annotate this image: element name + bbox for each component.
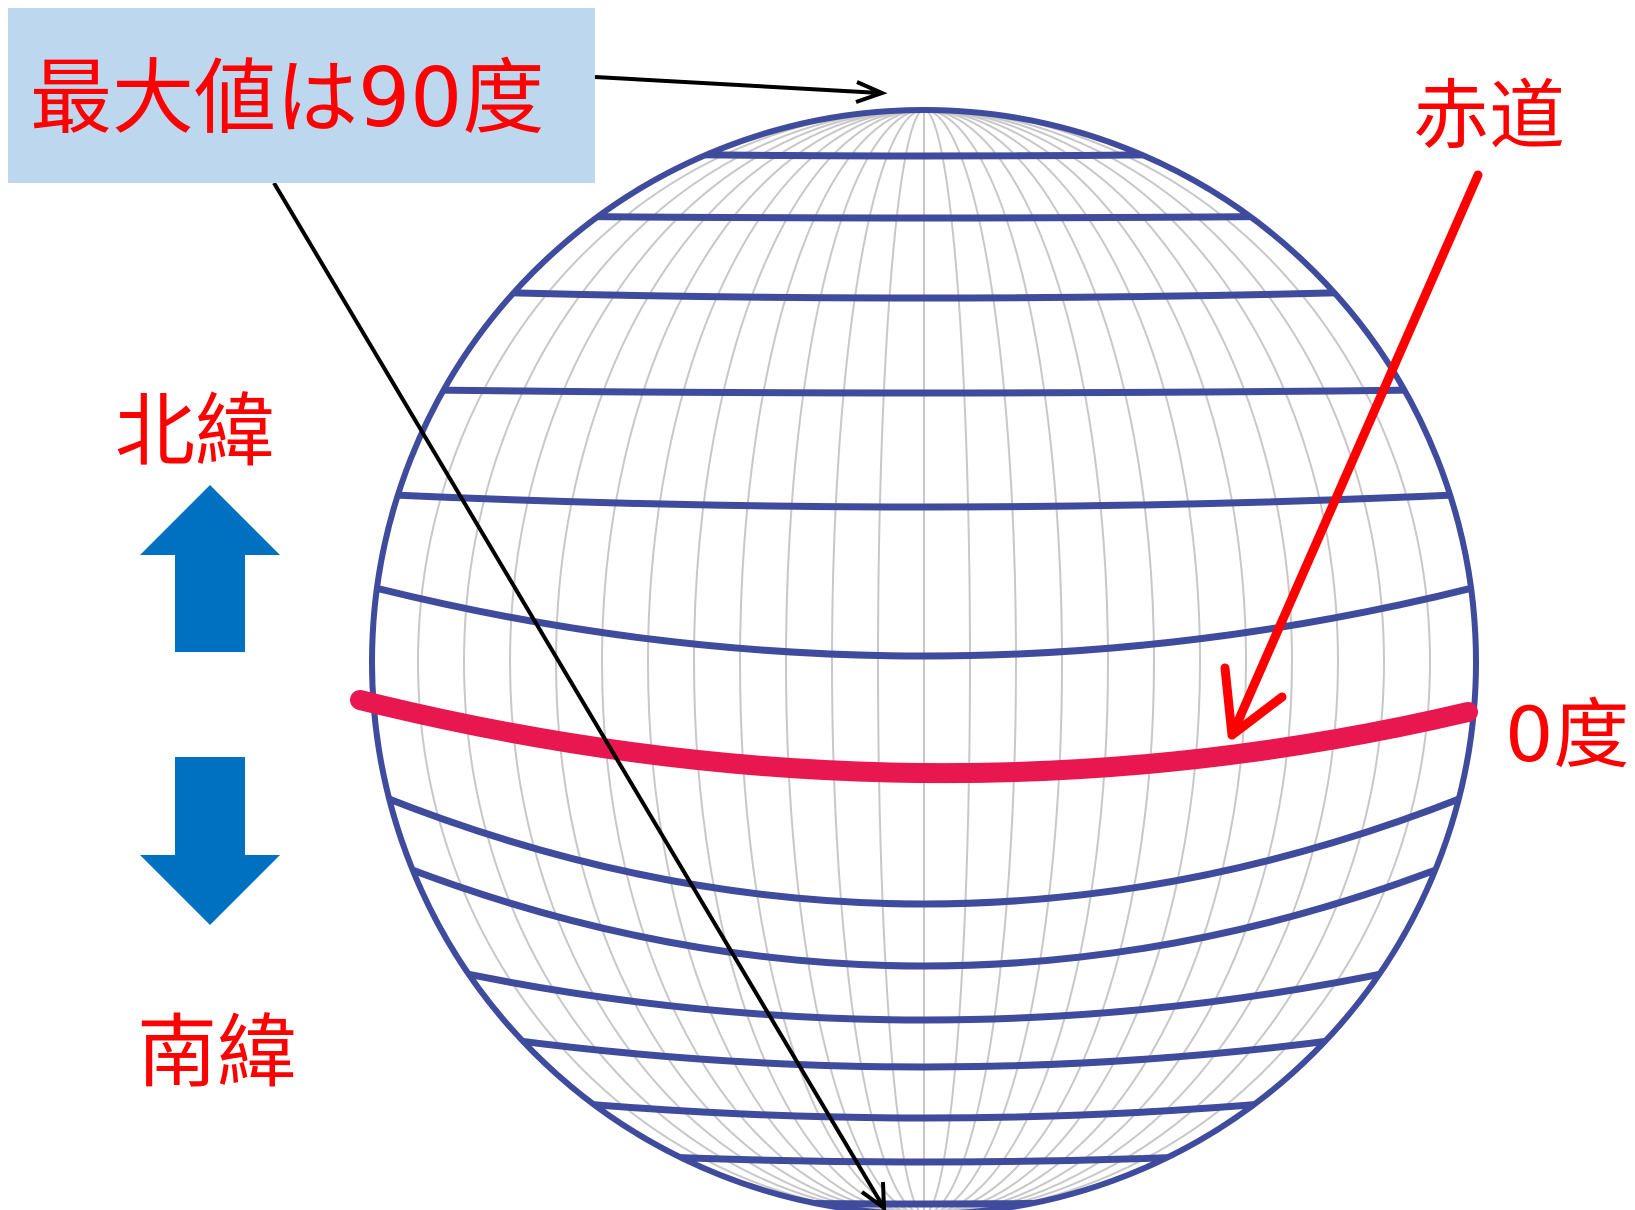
max-value-box bbox=[8, 8, 595, 183]
meridian-line bbox=[693, 110, 1155, 1210]
equator-label: 赤道 bbox=[1413, 71, 1565, 160]
axis-arrowhead bbox=[860, 1181, 887, 1210]
north-latitude-label: 北緯 bbox=[115, 385, 275, 478]
equator-line bbox=[350, 690, 1478, 784]
meridian-line bbox=[555, 110, 1293, 1210]
latitude-line bbox=[372, 780, 1476, 908]
meridian-lines bbox=[417, 110, 1431, 1210]
meridian-line bbox=[647, 110, 1201, 1210]
latitude-line bbox=[372, 210, 1476, 222]
globe bbox=[350, 107, 1479, 1210]
meridian-line bbox=[601, 110, 1247, 1210]
max-value-label: 最大値は90度 bbox=[30, 51, 545, 146]
axis-line bbox=[272, 181, 886, 1210]
south-latitude-label: 南緯 bbox=[137, 1006, 297, 1099]
meridian-line bbox=[463, 110, 1385, 1210]
latitude-line bbox=[372, 578, 1476, 660]
pole-pointer-arrow bbox=[594, 75, 881, 95]
latitude-line bbox=[372, 284, 1476, 302]
arrow-down-icon bbox=[140, 757, 280, 925]
meridian-line bbox=[417, 110, 1431, 1210]
arrow-up-icon bbox=[140, 485, 280, 652]
latitude-line bbox=[372, 842, 1476, 970]
equator-pointer-arrow bbox=[1227, 170, 1483, 740]
globe-outline bbox=[369, 107, 1479, 1210]
meridian-line bbox=[739, 110, 1109, 1210]
meridian-line bbox=[877, 110, 971, 1210]
zero-degrees-label: 0度 bbox=[1505, 690, 1630, 779]
meridian-line bbox=[785, 110, 1063, 1210]
latitude-line bbox=[372, 944, 1476, 1024]
latitude-line bbox=[372, 489, 1476, 511]
meridian-line bbox=[509, 110, 1339, 1210]
meridian-line bbox=[831, 110, 1017, 1210]
latitude-line bbox=[372, 385, 1476, 397]
equator-pointer-arrowhead bbox=[1220, 663, 1287, 740]
pole-pointer-arrowhead bbox=[855, 80, 888, 104]
